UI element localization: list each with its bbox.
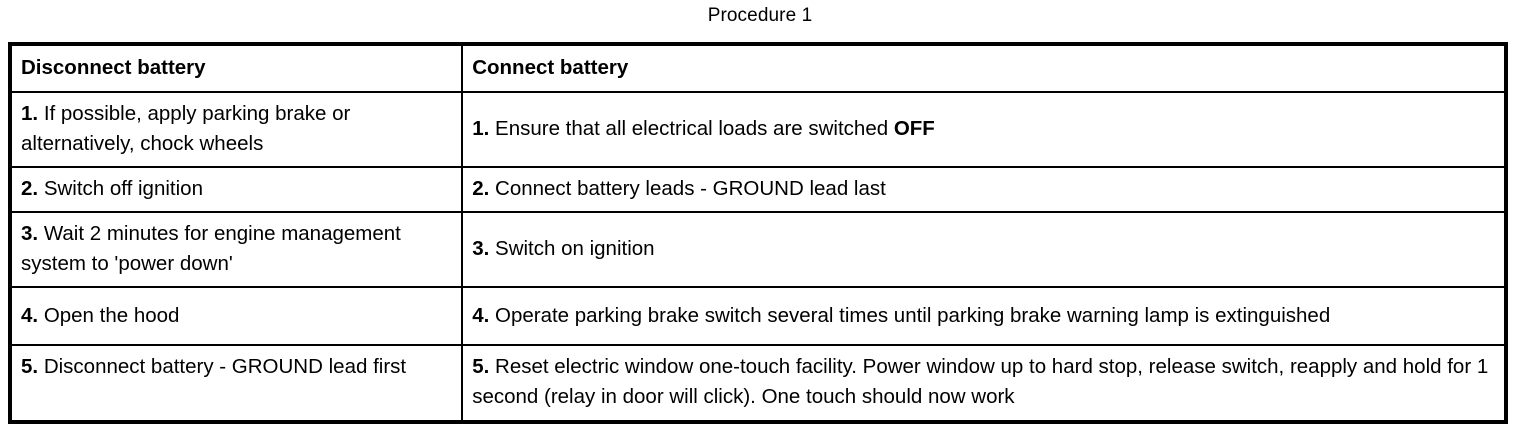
column-header-disconnect-battery: Disconnect battery <box>10 44 464 93</box>
step-text: Disconnect battery - GROUND lead first <box>43 355 407 378</box>
procedure-table: Disconnect battery Connect battery 1. If… <box>8 42 1508 424</box>
disconnect-step-1-cell: 1. If possible, apply parking brake or a… <box>10 91 464 168</box>
column-header-disconnect-battery-label: Disconnect battery <box>21 56 206 79</box>
disconnect-step-4-cell: 4. Open the hood <box>10 286 464 346</box>
disconnect-step-3-cell: 3. Wait 2 minutes for engine management … <box>10 211 464 288</box>
step-number: 1. <box>21 102 39 125</box>
connect-step-5: 5. Reset electric window one-touch facil… <box>463 346 1504 419</box>
page-title: Procedure 1 <box>707 5 813 26</box>
step-text: If possible, apply parking brake or alte… <box>21 102 351 155</box>
step-text: Reset electric window one-touch facility… <box>472 355 1489 408</box>
table-row: 1. If possible, apply parking brake or a… <box>10 91 1506 168</box>
connect-step-4-cell: 4. Operate parking brake switch several … <box>461 286 1506 346</box>
disconnect-step-5: 5. Disconnect battery - GROUND lead firs… <box>12 346 461 389</box>
step-number: 4. <box>472 303 490 327</box>
table-row: 4. Open the hood 4. Operate parking brak… <box>10 286 1506 346</box>
step-emphasis: OFF <box>893 117 935 140</box>
disconnect-step-4: 4. Open the hood <box>12 295 461 338</box>
step-number: 3. <box>472 237 490 260</box>
disconnect-step-3: 3. Wait 2 minutes for engine management … <box>12 213 461 286</box>
step-text: Wait 2 minutes for engine management sys… <box>21 222 401 275</box>
column-header-connect-battery: Connect battery <box>461 44 1506 93</box>
table-row: 2. Switch off ignition 2. Connect batter… <box>10 166 1506 213</box>
connect-step-3: 3. Switch on ignition <box>463 228 1504 271</box>
column-header-connect-battery-label: Connect battery <box>472 56 629 79</box>
table-header-row: Disconnect battery Connect battery <box>10 44 1506 93</box>
connect-step-2-cell: 2. Connect battery leads - GROUND lead l… <box>461 166 1506 213</box>
connect-step-5-cell: 5. Reset electric window one-touch facil… <box>461 344 1506 422</box>
step-text: Open the hood <box>43 303 180 327</box>
connect-step-1-cell: 1. Ensure that all electrical loads are … <box>461 91 1506 168</box>
step-number: 5. <box>472 355 490 378</box>
step-number: 3. <box>21 222 39 245</box>
step-text: Switch off ignition <box>43 177 203 200</box>
table-row: 3. Wait 2 minutes for engine management … <box>10 211 1506 288</box>
connect-step-1: 1. Ensure that all electrical loads are … <box>463 108 1504 151</box>
step-text: Switch on ignition <box>495 237 655 260</box>
connect-step-3-cell: 3. Switch on ignition <box>461 211 1506 288</box>
connect-step-4: 4. Operate parking brake switch several … <box>463 295 1504 338</box>
step-number: 1. <box>472 117 490 140</box>
step-text: Operate parking brake switch several tim… <box>495 303 1331 327</box>
step-number: 5. <box>21 355 39 378</box>
step-text: Ensure that all electrical loads are swi… <box>495 117 894 140</box>
disconnect-step-1: 1. If possible, apply parking brake or a… <box>12 93 461 166</box>
step-number: 2. <box>472 177 490 200</box>
step-text: Connect battery leads - GROUND lead last <box>495 177 886 200</box>
disconnect-step-2: 2. Switch off ignition <box>12 168 461 211</box>
disconnect-step-5-cell: 5. Disconnect battery - GROUND lead firs… <box>10 344 464 422</box>
connect-step-2: 2. Connect battery leads - GROUND lead l… <box>463 168 1504 211</box>
step-number: 4. <box>21 303 39 327</box>
disconnect-step-2-cell: 2. Switch off ignition <box>10 166 464 213</box>
step-number: 2. <box>21 177 39 200</box>
table-row: 5. Disconnect battery - GROUND lead firs… <box>10 344 1506 422</box>
